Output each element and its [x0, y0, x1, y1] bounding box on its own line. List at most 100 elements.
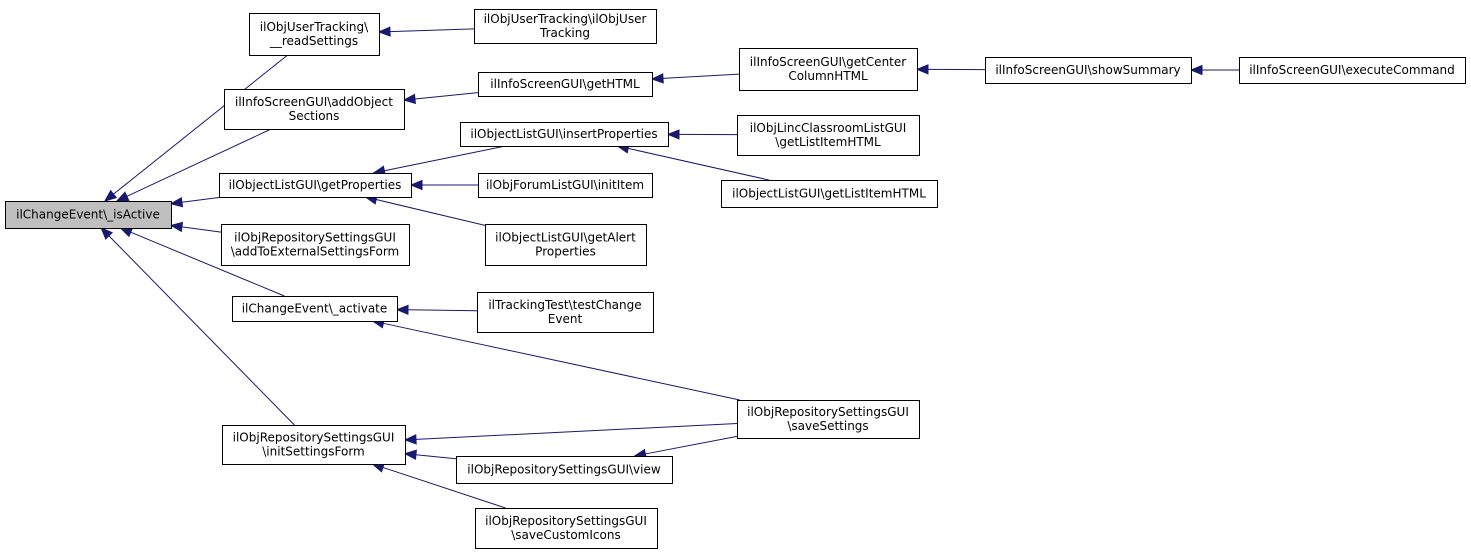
node-label: Event — [548, 312, 583, 326]
node-fl_init[interactable]: ilObjForumListGUI\initItem — [478, 173, 653, 198]
edge-line — [389, 28, 475, 33]
edge-is_add-to-root — [115, 128, 272, 202]
node-label: ilInfoScreenGUI\getHTML — [490, 77, 640, 91]
node-box[interactable] — [478, 72, 653, 97]
nodes-layer: ilChangeEvent\_isActive ilObjUserTracking… — [5, 9, 1466, 549]
node-label: ilObjUserTracking\ — [260, 20, 369, 34]
node-label: ilObjForumListGUI\initItem — [486, 178, 644, 192]
edge-rs_ext-to-root — [169, 221, 222, 233]
arrowhead — [119, 227, 134, 238]
node-is_html[interactable]: ilInfoScreenGUI\getHTML — [478, 72, 653, 97]
node-box[interactable] — [222, 425, 406, 465]
node-box[interactable] — [249, 13, 380, 56]
node-box[interactable] — [5, 201, 172, 229]
node-label: \saveCustomIcons — [511, 528, 620, 542]
edge-rs_save-to-rs_init — [403, 423, 738, 445]
edge-lcl_item-to-ol_insert — [666, 129, 738, 140]
node-label: __readSettings — [269, 34, 358, 48]
node-box[interactable] — [475, 508, 658, 549]
node-box[interactable] — [221, 224, 410, 266]
node-label: ilObjectListGUI\insertProperties — [470, 127, 657, 141]
node-ut_read[interactable]: ilObjUserTracking\__readSettings — [249, 13, 380, 56]
node-label: ilObjUserTracking\ilObjUser — [484, 12, 647, 26]
edge-line — [384, 145, 506, 172]
node-label: Properties — [535, 245, 596, 259]
node-label: ilObjRepositorySettingsGUI — [747, 405, 909, 419]
node-rs_save[interactable]: ilObjRepositorySettingsGUI\saveSettings — [737, 400, 920, 439]
node-box[interactable] — [985, 57, 1192, 84]
node-box[interactable] — [485, 224, 647, 266]
edge-line — [126, 128, 272, 197]
edge-line — [645, 435, 738, 455]
edge-ol_insert-to-ol_props — [372, 145, 506, 176]
node-box[interactable] — [739, 48, 918, 91]
node-label: ilInfoScreenGUI\showSummary — [995, 63, 1180, 77]
edge-line — [415, 454, 457, 460]
node-rs_ext[interactable]: ilObjRepositorySettingsGUI\addToExternal… — [221, 224, 410, 266]
node-box[interactable] — [456, 456, 673, 484]
arrowhead — [377, 26, 391, 37]
node-box[interactable] — [477, 292, 654, 333]
node-label: ColumnHTML — [788, 69, 868, 83]
node-lcl_item[interactable]: ilObjLincClassroomListGUI\getListItemHTM… — [737, 115, 920, 156]
node-box[interactable] — [478, 173, 653, 198]
edge-line — [383, 322, 740, 401]
node-box[interactable] — [737, 400, 920, 439]
arrowhead — [103, 189, 118, 202]
node-box[interactable] — [737, 115, 920, 156]
edge-fl_init-to-ol_props — [409, 179, 478, 191]
node-label: \initSettingsForm — [262, 445, 364, 459]
node-label: ilObjRepositorySettingsGUI — [233, 431, 395, 445]
node-ce_act[interactable]: ilChangeEvent\_activate — [232, 296, 398, 322]
node-label: ilInfoScreenGUI\addObject — [235, 95, 393, 109]
node-label: ilInfoScreenGUI\executeCommand — [1249, 63, 1455, 77]
node-is_summary[interactable]: ilInfoScreenGUI\showSummary — [985, 57, 1192, 84]
edge-line — [415, 423, 738, 440]
arrowhead — [100, 227, 114, 240]
node-box[interactable] — [224, 89, 405, 130]
node-label: ilObjRepositorySettingsGUI — [234, 231, 396, 245]
node-box[interactable] — [721, 180, 938, 208]
node-rs_icons[interactable]: ilObjRepositorySettingsGUI\saveCustomIco… — [475, 508, 658, 549]
node-box[interactable] — [1239, 57, 1466, 84]
edge-ut_read-to-root — [103, 54, 289, 202]
node-label: \getListItemHTML — [775, 135, 881, 149]
edge-is_center-to-is_html — [650, 73, 740, 84]
node-box[interactable] — [460, 122, 669, 147]
node-box[interactable] — [474, 9, 657, 44]
edge-is_summary-to-is_center — [915, 64, 986, 75]
node-root[interactable]: ilChangeEvent\_isActive — [5, 201, 172, 229]
node-label: ilChangeEvent\_activate — [242, 302, 388, 316]
node-box[interactable] — [219, 173, 412, 198]
node-label: ilObjRepositorySettingsGUI — [485, 514, 647, 528]
edge-line — [113, 54, 289, 195]
arrowhead — [115, 191, 130, 202]
arrowhead — [395, 304, 409, 316]
node-ol_insert[interactable]: ilObjectListGUI\insertProperties — [460, 122, 669, 147]
arrowhead — [1189, 64, 1203, 76]
node-rs_view[interactable]: ilObjRepositorySettingsGUI\view — [456, 456, 673, 484]
node-is_exec[interactable]: ilInfoScreenGUI\executeCommand — [1239, 57, 1466, 84]
node-label: ilChangeEvent\_isActive — [16, 208, 160, 222]
arrowhead — [666, 129, 680, 140]
arrowhead — [403, 449, 417, 460]
edge-line — [130, 231, 285, 297]
arrowhead — [915, 64, 929, 75]
node-ol_item[interactable]: ilObjectListGUI\getListItemHTML — [721, 180, 938, 208]
node-label: ilObjectListGUI\getListItemHTML — [732, 187, 926, 201]
node-ut_ctor[interactable]: ilObjUserTracking\ilObjUserTracking — [474, 9, 657, 44]
edge-ol_props-to-root — [169, 196, 223, 208]
node-label: ilObjectListGUI\getProperties — [229, 178, 402, 192]
node-rs_init[interactable]: ilObjRepositorySettingsGUI\initSettingsF… — [222, 425, 406, 465]
node-box[interactable] — [232, 296, 398, 322]
node-ol_props[interactable]: ilObjectListGUI\getProperties — [219, 173, 412, 198]
node-label: ilInfoScreenGUI\getCenter — [750, 55, 906, 69]
edge-is_html-to-is_add — [402, 92, 479, 105]
edge-line — [376, 199, 486, 226]
edge-tt_test-to-ce_act — [395, 304, 478, 316]
